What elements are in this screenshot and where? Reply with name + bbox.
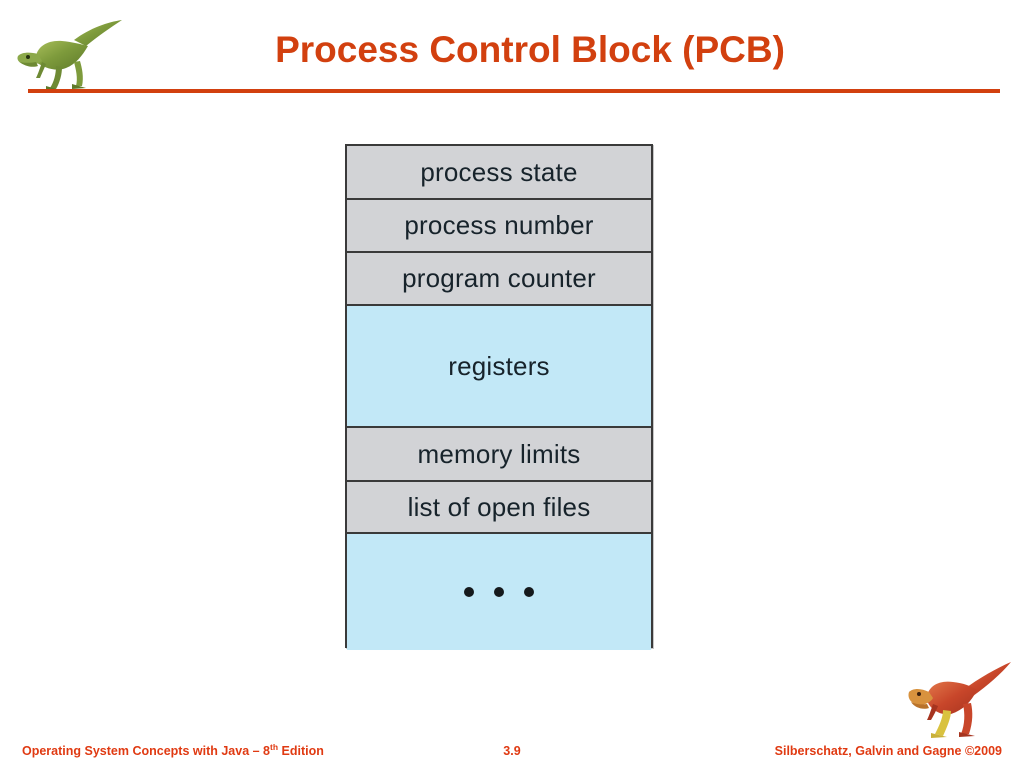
pcb-row-list-of-open-files: list of open files xyxy=(347,482,651,534)
pcb-row-label: process state xyxy=(420,156,578,187)
pcb-row-label: registers xyxy=(448,350,550,381)
footer-copyright: Silberschatz, Galvin and Gagne ©2009 xyxy=(774,744,1002,758)
page-title: Process Control Block (PCB) xyxy=(275,29,785,70)
footer-page-number: 3.9 xyxy=(503,744,521,758)
pcb-row-memory-limits: memory limits xyxy=(347,428,651,482)
dinosaur-red-icon xyxy=(905,658,1015,740)
footer-edition-prefix: Operating System Concepts with Java – 8 xyxy=(22,744,270,758)
footer-edition-suffix: Edition xyxy=(278,744,324,758)
pcb-row-label: list of open files xyxy=(407,491,591,522)
ellipsis-dots-icon xyxy=(464,587,534,597)
footer-edition-ordinal: th xyxy=(270,741,279,752)
pcb-row-label: process number xyxy=(404,210,594,240)
pcb-row-label: memory limits xyxy=(417,438,581,469)
pcb-row-label: program counter xyxy=(402,263,596,293)
pcb-row-program-counter: program counter xyxy=(347,253,651,306)
pcb-row-ellipsis xyxy=(347,534,651,650)
pcb-row-process-number: process number xyxy=(347,200,651,253)
dinosaur-green-icon xyxy=(12,16,124,92)
footer-edition-text: Operating System Concepts with Java – 8t… xyxy=(22,742,324,758)
process-control-block-diagram: process state process number program cou… xyxy=(345,144,653,650)
title-divider xyxy=(28,89,1000,93)
pcb-row-registers: registers xyxy=(347,306,651,428)
pcb-row-process-state: process state xyxy=(347,146,651,200)
